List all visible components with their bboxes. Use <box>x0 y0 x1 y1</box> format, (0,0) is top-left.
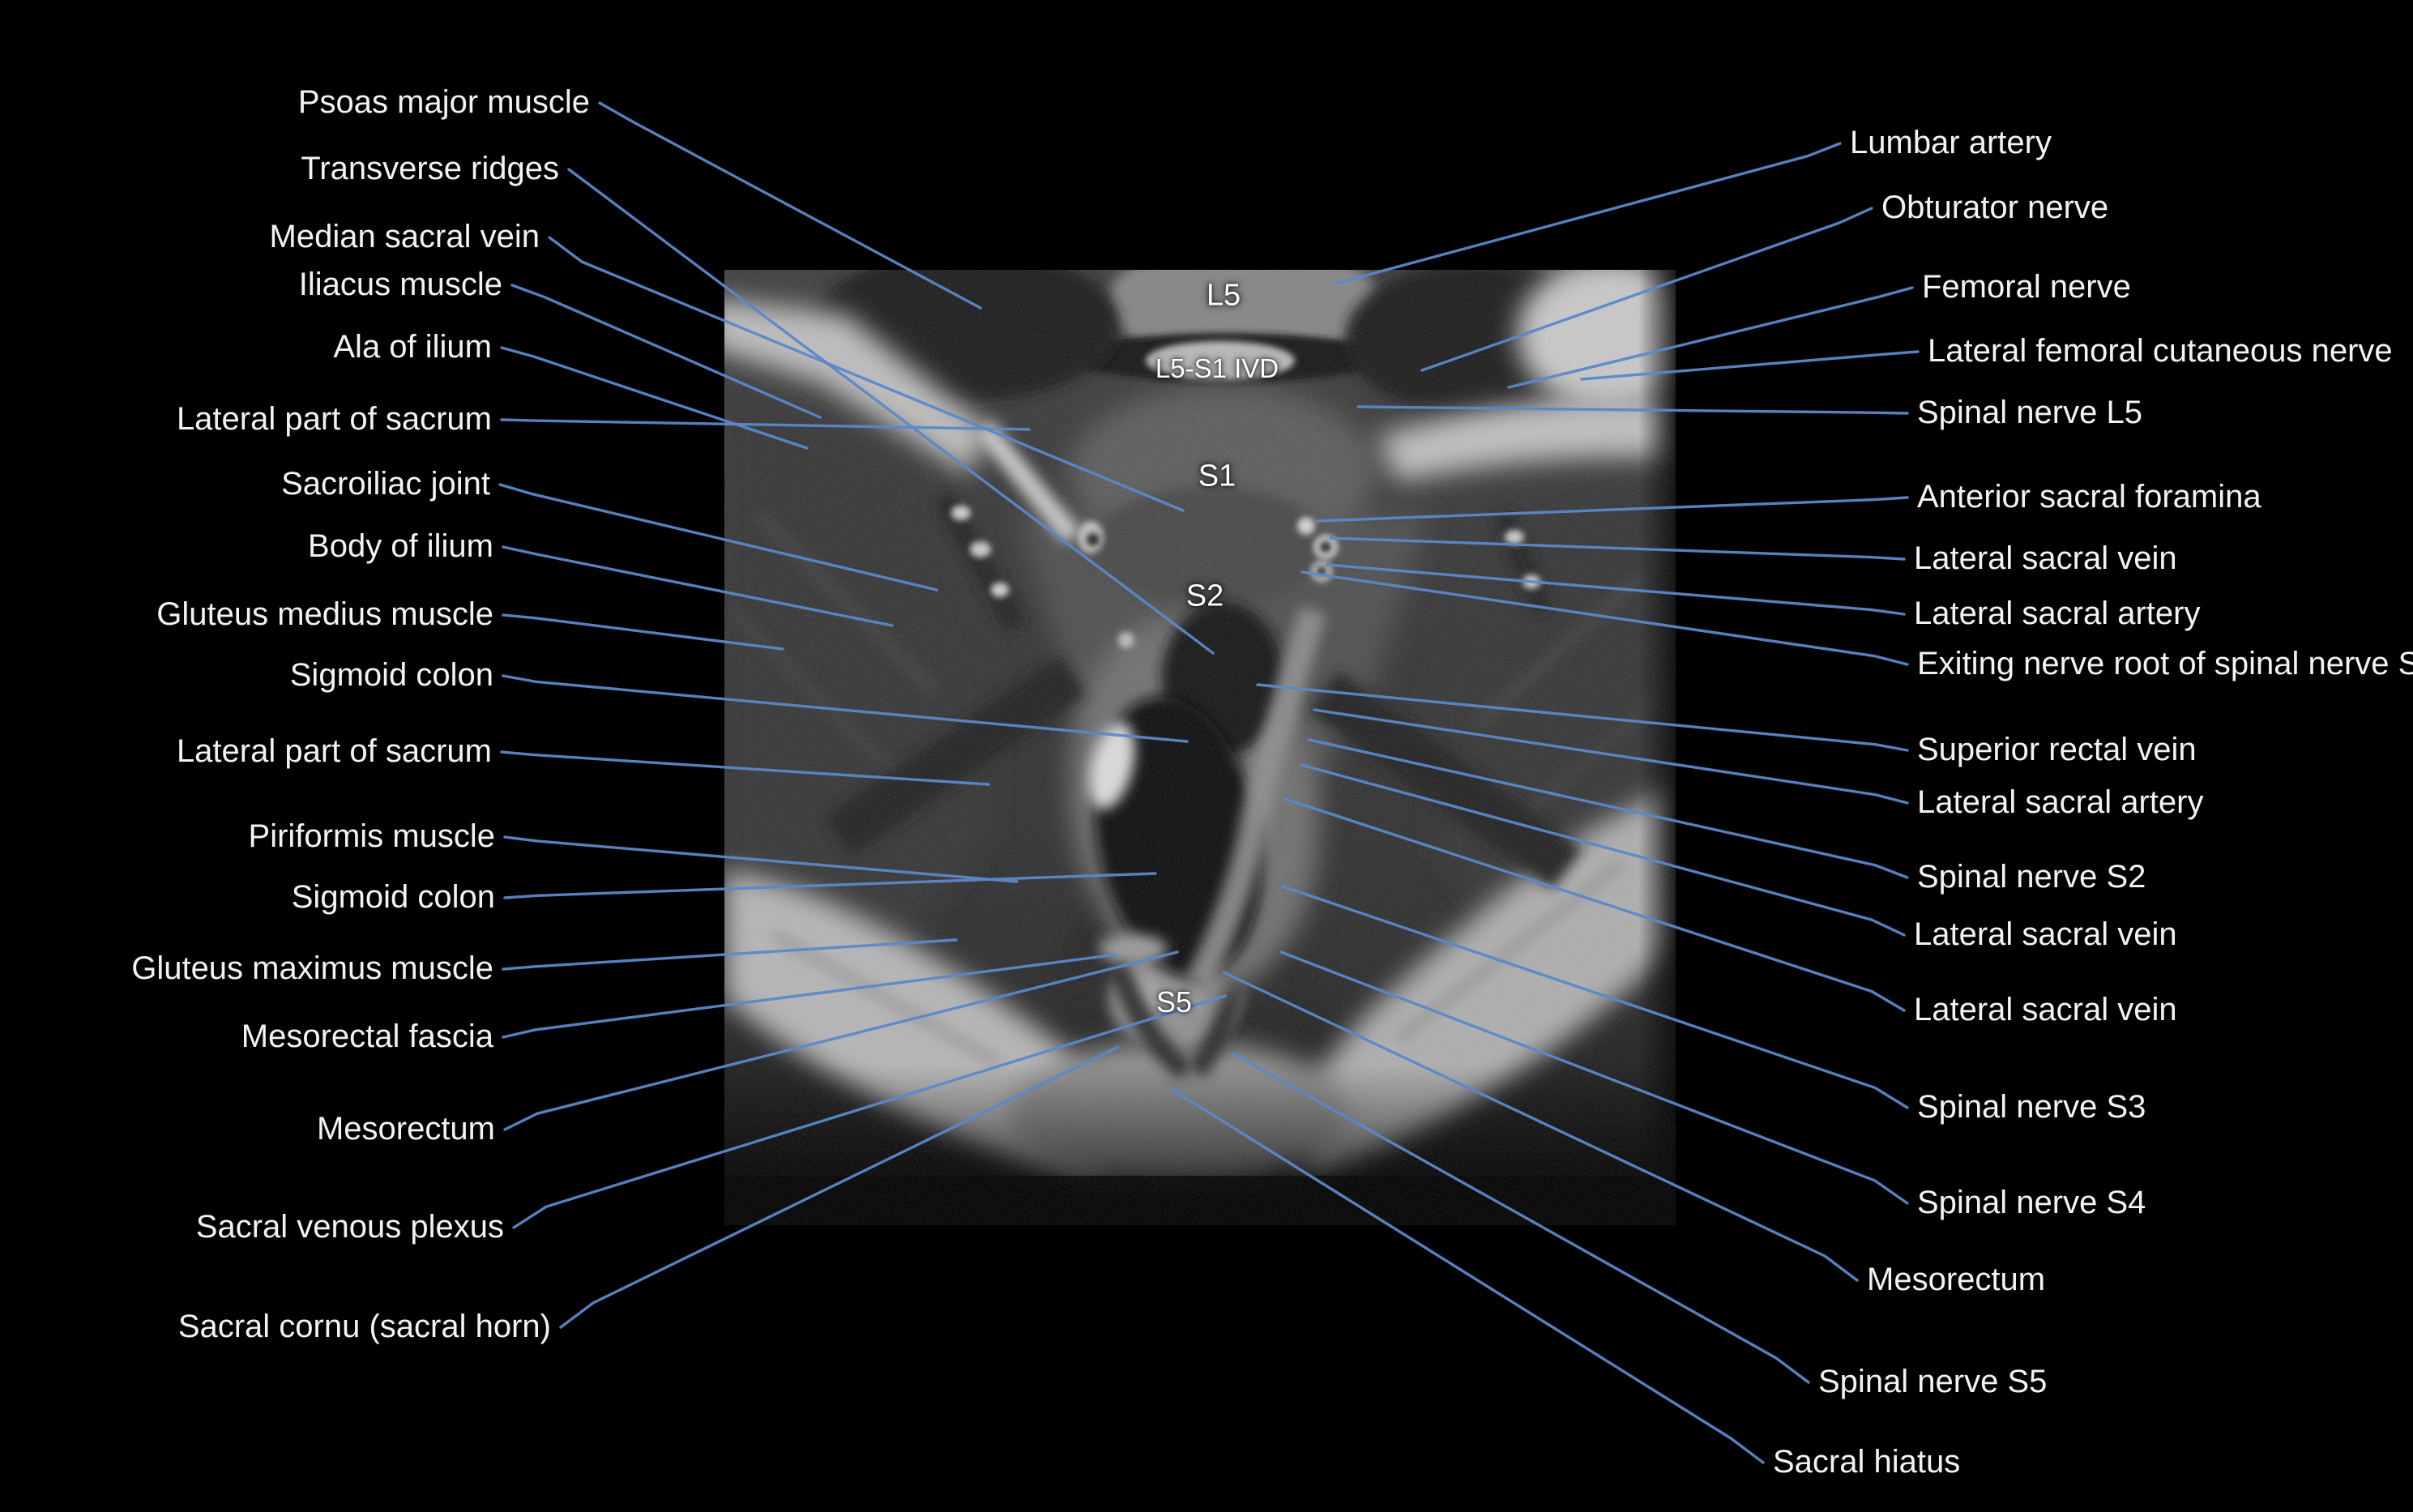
anatomy-label-left-10: Lateral part of sacrum <box>176 733 492 770</box>
anatomy-label-right-3: Lateral femoral cutaneous nerve <box>1928 333 2393 369</box>
anatomy-label-left-6: Sacroiliac joint <box>281 466 490 502</box>
anatomy-label-left-3: Iliacus muscle <box>298 267 502 303</box>
anatomy-label-right-1: Obturator nerve <box>1881 190 2109 226</box>
anatomy-label-left-7: Body of ilium <box>308 528 493 565</box>
anatomy-label-right-8: Exiting nerve root of spinal nerve S1 <box>1917 646 2413 682</box>
anatomy-label-right-2: Femoral nerve <box>1922 269 2131 305</box>
anatomy-label-right-9: Superior rectal vein <box>1917 732 2197 768</box>
vertebra-label-s2: S2 <box>1185 579 1224 613</box>
anatomy-label-left-15: Mesorectum <box>316 1111 495 1147</box>
anatomy-label-left-14: Mesorectal fascia <box>241 1019 493 1055</box>
anatomy-label-right-7: Lateral sacral artery <box>1914 596 2201 632</box>
anatomy-label-right-5: Anterior sacral foramina <box>1917 479 2261 515</box>
anatomy-label-left-1: Transverse ridges <box>301 151 559 187</box>
anatomy-label-right-12: Lateral sacral vein <box>1914 916 2177 953</box>
anatomy-label-right-6: Lateral sacral vein <box>1914 540 2177 577</box>
anatomy-label-right-10: Lateral sacral artery <box>1917 784 2204 821</box>
anatomy-label-left-17: Sacral cornu (sacral horn) <box>177 1309 551 1345</box>
anatomy-label-right-14: Spinal nerve S3 <box>1917 1089 2146 1125</box>
anatomy-label-left-11: Piriformis muscle <box>248 818 495 855</box>
anatomy-label-left-13: Gluteus maximus muscle <box>131 950 493 987</box>
anatomy-label-right-17: Spinal nerve S5 <box>1818 1364 2048 1400</box>
anatomy-label-left-12: Sigmoid colon <box>291 879 495 916</box>
vertebra-label-s1: S1 <box>1198 459 1236 493</box>
anatomy-label-left-8: Gluteus medius muscle <box>156 596 493 633</box>
anatomy-label-left-4: Ala of ilium <box>333 329 492 365</box>
vertebra-label-l5-s1-ivd: L5-S1 IVD <box>1155 353 1279 383</box>
anatomy-label-right-0: Lumbar artery <box>1850 125 2052 161</box>
vertebra-label-l5: L5 <box>1206 278 1241 313</box>
anatomy-label-left-16: Sacral venous plexus <box>195 1209 504 1245</box>
anatomy-label-right-13: Lateral sacral vein <box>1914 992 2177 1028</box>
anatomy-label-right-11: Spinal nerve S2 <box>1917 859 2146 895</box>
vertebra-label-s5: S5 <box>1155 985 1193 1019</box>
anatomy-label-left-0: Psoas major muscle <box>297 84 590 121</box>
anatomy-label-left-2: Median sacral vein <box>269 219 540 255</box>
anatomy-label-left-9: Sigmoid colon <box>289 657 493 694</box>
anatomy-label-right-18: Sacral hiatus <box>1773 1444 1961 1480</box>
anatomy-label-left-5: Lateral part of sacrum <box>176 401 492 438</box>
anatomy-label-right-15: Spinal nerve S4 <box>1917 1185 2146 1221</box>
anatomy-label-right-16: Mesorectum <box>1867 1262 2046 1298</box>
anatomy-label-right-4: Spinal nerve L5 <box>1917 395 2142 431</box>
